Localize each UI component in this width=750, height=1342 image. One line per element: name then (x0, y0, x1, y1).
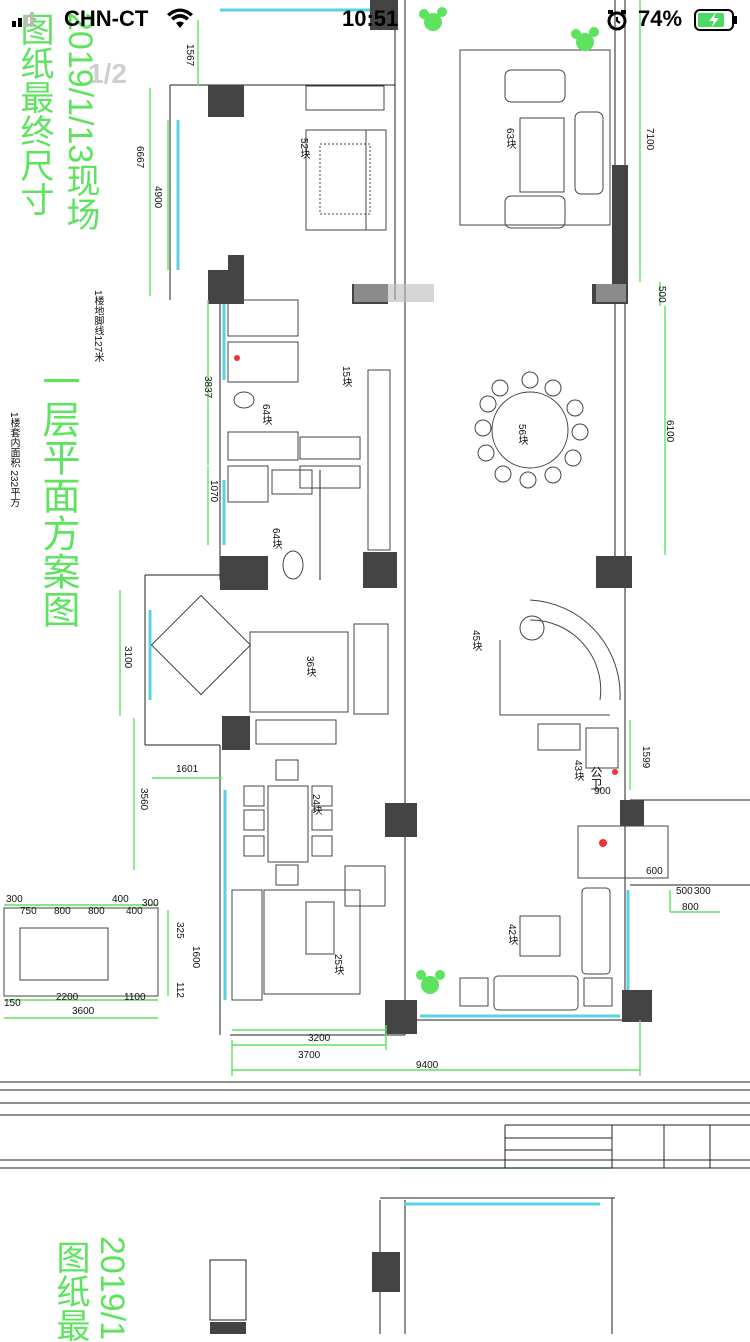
room-label: 24块 (310, 794, 321, 816)
dimension-label: 750 (20, 906, 37, 917)
dimension-label: 300 (694, 886, 711, 897)
status-time: 10:51 (342, 6, 399, 31)
dimension-label: 400 (112, 894, 129, 905)
dimension-label: 3100 (122, 646, 133, 669)
dimension-label: 4900 (152, 186, 163, 209)
alarm-icon (606, 9, 628, 36)
room-label: 25块 (332, 954, 343, 976)
dimension-label: 1600 (190, 946, 201, 969)
battery-percent: 74% (638, 6, 683, 31)
room-label: 42块 (506, 924, 517, 946)
room-label: 36块 (304, 656, 315, 678)
signal-icon (12, 10, 40, 33)
room-label: 15块 (340, 366, 351, 388)
bathroom-label: 公卫 (589, 766, 603, 790)
dimension-label: 1070 (208, 480, 219, 503)
room-label: 43块 (572, 760, 583, 782)
watermark-date: 2019/1/13现场 (61, 12, 99, 232)
second-page-date: 2019/1 (93, 1236, 131, 1340)
dimension-label: 3560 (138, 788, 149, 811)
room-label: 63块 (504, 128, 515, 150)
dimension-label: 300 (6, 894, 23, 905)
dimension-label: 900 (594, 786, 611, 797)
dimension-label: 150 (4, 998, 21, 1009)
dimension-label: 325 (174, 922, 185, 939)
room-label: 64块 (270, 528, 281, 550)
room-label: 45块 (470, 630, 481, 652)
page-indicator: 1/2 (88, 58, 127, 89)
skirting-note: 1楼地脚线127米 (92, 290, 103, 363)
battery-charging-icon (694, 8, 740, 37)
dimension-label: 9400 (416, 1060, 439, 1071)
dimension-label: 600 (646, 866, 663, 877)
plan-title: 一层平面方案图 (36, 362, 78, 628)
dimension-label: 6667 (134, 146, 145, 169)
dimension-label: 1100 (124, 992, 146, 1003)
dimension-label: 3200 (308, 1033, 331, 1044)
dimension-label: 800 (88, 906, 105, 917)
area-note: 1楼套内面积 232平方 (8, 412, 19, 508)
second-page-note: 图纸最 (51, 1240, 89, 1342)
dimension-label: 1599 (640, 746, 651, 769)
dimension-label: 3837 (202, 376, 213, 399)
dimension-label: 112 (174, 982, 185, 998)
dimension-label: 6100 (664, 420, 675, 443)
dimension-label: 500 (656, 286, 667, 303)
wifi-icon (166, 8, 194, 35)
carrier-label: CHN-CT (64, 6, 149, 31)
dimension-label: 400 (126, 906, 143, 917)
dimension-label: 800 (682, 902, 699, 913)
dimension-label: 2200 (56, 992, 79, 1003)
dimension-label: 800 (54, 906, 71, 917)
room-label: 64块 (260, 404, 271, 426)
dimension-label: 3600 (72, 1006, 95, 1017)
room-label: 56块 (516, 424, 527, 446)
status-bar: CHN-CT 10:51 74% (0, 0, 750, 40)
dimension-label: 500 (676, 886, 693, 897)
dimension-label: 300 (142, 898, 159, 909)
dimension-label: 3700 (298, 1050, 321, 1061)
room-label: 52块 (298, 138, 309, 160)
dimension-label: 1567 (184, 44, 195, 67)
dimension-label: 1601 (176, 764, 199, 775)
watermark-note: 图纸最终尺寸 (15, 12, 53, 216)
dimension-label: 7100 (644, 128, 655, 151)
